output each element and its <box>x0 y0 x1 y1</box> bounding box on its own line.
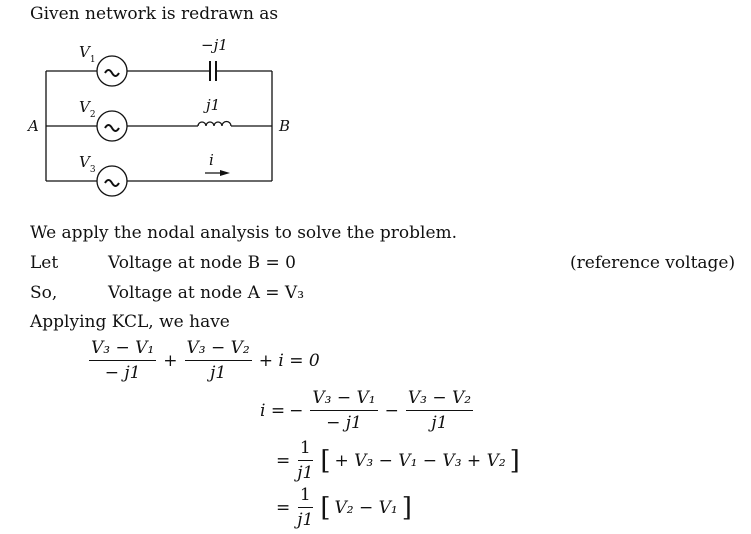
let-text: Voltage at node B = 0 <box>108 253 296 273</box>
so-label: So, <box>30 283 58 303</box>
svg-text:V1: V1 <box>79 43 96 65</box>
inductor-label: j1 <box>203 96 220 114</box>
let-label: Let <box>30 253 59 273</box>
node-b-label: B <box>278 117 290 135</box>
so-text: Voltage at node A = V₃ <box>108 283 305 303</box>
svg-text:V3: V3 <box>79 153 96 175</box>
kcl-text: Applying KCL, we have <box>30 312 230 332</box>
intro-text: Given network is redrawn as <box>30 4 279 24</box>
source-v2-icon <box>96 110 128 142</box>
inductor-icon <box>197 120 232 127</box>
capacitor-label: −j1 <box>201 36 228 54</box>
nodal-text: We apply the nodal analysis to solve the… <box>30 223 458 243</box>
let-note: (reference voltage) <box>570 253 736 273</box>
node-a-label: A <box>26 117 39 135</box>
source-v1-icon <box>96 55 128 87</box>
circuit-diagram: V1 V2 V3 −j1 j1 i A B <box>26 36 290 197</box>
source-v3-icon <box>96 165 128 197</box>
svg-text:V2: V2 <box>79 98 96 120</box>
current-label: i <box>209 151 214 169</box>
